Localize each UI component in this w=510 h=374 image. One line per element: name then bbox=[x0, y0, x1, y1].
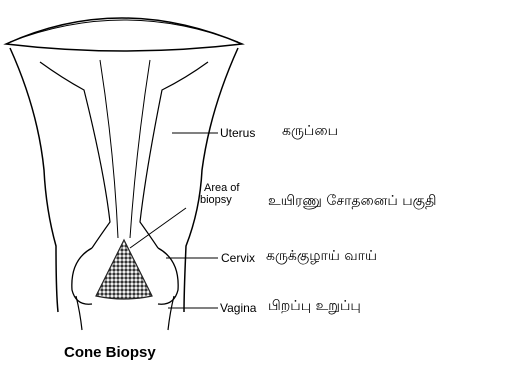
cervix-outline-right bbox=[158, 248, 178, 304]
cervix-label: Cervix bbox=[221, 252, 255, 264]
cervix-outline-left bbox=[72, 248, 92, 304]
uterus-outer-wall-right bbox=[184, 48, 238, 312]
cervix-label-tamil: கருக்குழாய் வாய் bbox=[266, 249, 377, 263]
biopsy-cone bbox=[96, 240, 152, 299]
vagina-label: Vagina bbox=[220, 302, 256, 314]
uterus-inner-wall-right bbox=[140, 62, 208, 248]
uterus-label-tamil: கருப்பை bbox=[282, 124, 338, 138]
biopsy-leader bbox=[130, 208, 186, 248]
diagram-title: Cone Biopsy bbox=[64, 344, 156, 361]
fundus-inner-line bbox=[10, 20, 238, 42]
uterus-label: Uterus bbox=[220, 127, 255, 139]
biopsy-label-line1: Area of bbox=[204, 183, 239, 194]
biopsy-label-line2: biopsy bbox=[200, 195, 232, 206]
vagina-label-tamil: பிறப்பு உறுப்பு bbox=[268, 299, 361, 313]
biopsy-label-tamil: உயிரணு சோதனைப் பகுதி bbox=[268, 194, 436, 208]
uterus-outer-wall-left bbox=[10, 48, 58, 312]
uterus-cavity-right bbox=[130, 60, 150, 238]
uterus-fundus bbox=[6, 18, 242, 51]
